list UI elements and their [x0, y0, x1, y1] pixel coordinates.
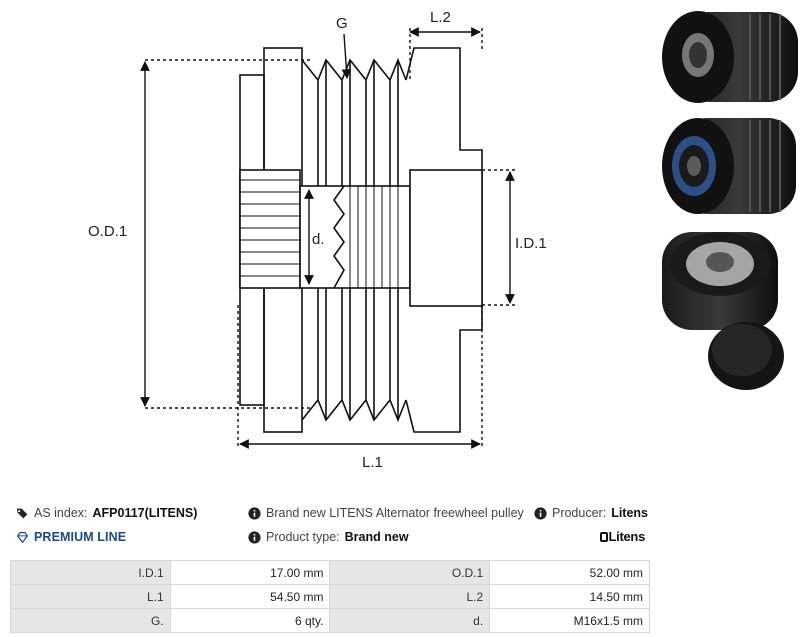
tags-icon: [16, 508, 28, 518]
producer-label: Producer:: [551, 506, 607, 520]
spec-key: O.D.1: [329, 560, 491, 585]
spec-key: L.2: [329, 584, 491, 609]
table-row: L.1 54.50 mm L.2 14.50 mm: [10, 584, 650, 609]
as-index-value: AFP0117(LITENS): [92, 506, 198, 520]
litens-logo-text: Litens: [608, 529, 646, 544]
premium-line: PREMIUM LINE: [16, 526, 126, 548]
pulley-photo-open: [662, 232, 784, 390]
label-od1: O.D.1: [88, 223, 127, 240]
pulley-technical-drawing: G L.2 O.D.1 d. I.D.1 L.1: [88, 9, 547, 471]
label-l2: L.2: [430, 9, 451, 26]
spec-value: 54.50 mm: [169, 584, 331, 609]
product-photos: [662, 11, 798, 390]
premium-line-label: PREMIUM LINE: [34, 530, 127, 544]
producer-value: Litens: [611, 506, 648, 520]
spec-value: M16x1.5 mm: [489, 608, 650, 633]
product-type-value: Brand new: [344, 530, 409, 544]
spec-key: G.: [10, 608, 171, 633]
as-index-label: AS index:: [34, 506, 88, 520]
spec-key: I.D.1: [10, 560, 171, 585]
description: Brand new LITENS Alternator freewheel pu…: [248, 502, 524, 524]
info-icon: [248, 530, 261, 544]
pulley-photo-seal: [662, 118, 796, 214]
label-id1: I.D.1: [515, 235, 547, 252]
specs-table: I.D.1 17.00 mm O.D.1 52.00 mm L.1 54.50 …: [10, 560, 650, 633]
info-icon: [534, 506, 547, 520]
info-row-1: AS index: AFP0117(LITENS) Brand new LITE…: [0, 502, 800, 524]
label-d: d.: [312, 231, 325, 248]
table-row: G. 6 qty. d. M16x1.5 mm: [10, 608, 650, 633]
spec-key: L.1: [10, 584, 171, 609]
spec-value: 14.50 mm: [489, 584, 650, 609]
product-type-label: Product type:: [266, 530, 340, 544]
producer: Producer: Litens: [534, 502, 648, 524]
pulley-photo-front: [662, 11, 798, 103]
label-g: G: [336, 15, 348, 32]
spec-key: d.: [329, 608, 491, 633]
litens-logo: Litens: [599, 526, 646, 548]
description-text: Brand new LITENS Alternator freewheel pu…: [266, 506, 524, 520]
as-index: AS index: AFP0117(LITENS): [16, 502, 197, 524]
info-row-2: PREMIUM LINE Product type: Brand new Lit…: [0, 526, 800, 548]
litens-logo-mark: [599, 532, 608, 542]
spec-value: 17.00 mm: [169, 560, 331, 585]
label-l1: L.1: [362, 454, 383, 471]
product-type: Product type: Brand new: [248, 526, 409, 548]
diamond-icon: [16, 531, 29, 543]
info-icon: [248, 506, 261, 520]
table-row: I.D.1 17.00 mm O.D.1 52.00 mm: [10, 560, 650, 585]
spec-value: 6 qty.: [169, 608, 331, 633]
spec-value: 52.00 mm: [489, 560, 650, 585]
